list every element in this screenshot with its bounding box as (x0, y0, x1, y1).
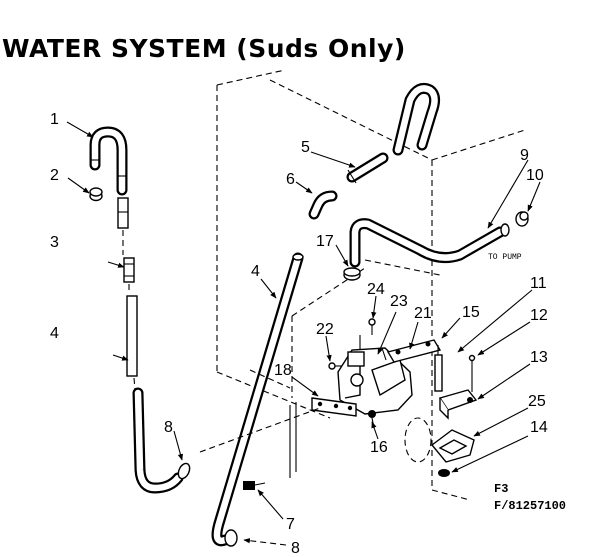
clamp-8-lower (224, 529, 238, 547)
callout-7: 7 (286, 516, 295, 533)
hose-4-center (211, 252, 304, 547)
callout-23: 23 (390, 293, 408, 310)
cabinet-outline (216, 69, 526, 501)
callout-15: 15 (462, 304, 480, 321)
callout-11: 11 (530, 275, 547, 292)
hose-1 (89, 126, 128, 196)
callout-8-lower: 8 (291, 540, 300, 557)
callout-12: 12 (530, 307, 548, 324)
callout-3: 3 (50, 234, 59, 251)
clamp-8-upper (177, 462, 191, 480)
callout-25: 25 (528, 393, 546, 410)
nut-14 (438, 469, 450, 477)
screw-7 (243, 481, 266, 490)
callout-13: 13 (530, 349, 548, 366)
callout-21: 21 (414, 305, 432, 322)
callout-16: 16 (370, 439, 388, 456)
u-hose-top (392, 82, 441, 156)
figure-code: F3 (494, 482, 508, 496)
callout-6: 6 (286, 171, 295, 188)
coupling-3 (117, 197, 135, 292)
clamp-2 (89, 187, 103, 202)
bracket-assembly-13 (434, 345, 478, 420)
part-number: F/81257100 (494, 499, 566, 513)
callout-1: 1 (50, 111, 59, 128)
clamp-17 (343, 267, 361, 281)
bracket-25 (430, 429, 475, 463)
hose-9 (349, 218, 510, 268)
callout-5: 5 (301, 139, 310, 156)
callout-24: 24 (367, 281, 385, 298)
leader-lines (66, 121, 541, 546)
elbow-6 (308, 190, 338, 220)
diagram-title: WATER SYSTEM (Suds Only) (2, 34, 406, 63)
tub-port-outline (404, 417, 432, 463)
hose-5 (346, 152, 389, 184)
callout-2: 2 (50, 167, 59, 184)
water-valve-assembly (311, 318, 442, 429)
callout-4-center: 4 (251, 263, 260, 280)
callout-labels: 1 2 3 4 4 5 6 7 8 8 9 10 11 12 13 14 15 … (50, 111, 548, 557)
callout-22: 22 (316, 321, 334, 338)
clamp-10 (515, 211, 529, 227)
callout-14: 14 (530, 419, 548, 436)
to-pump-label: TO PUMP (488, 253, 522, 262)
callout-4: 4 (50, 325, 59, 342)
callout-17: 17 (316, 233, 334, 250)
hose-4-left (126, 295, 184, 494)
callout-8-upper: 8 (164, 419, 173, 436)
callout-9: 9 (520, 147, 529, 164)
callout-10: 10 (526, 167, 544, 184)
callout-18: 18 (274, 362, 292, 379)
